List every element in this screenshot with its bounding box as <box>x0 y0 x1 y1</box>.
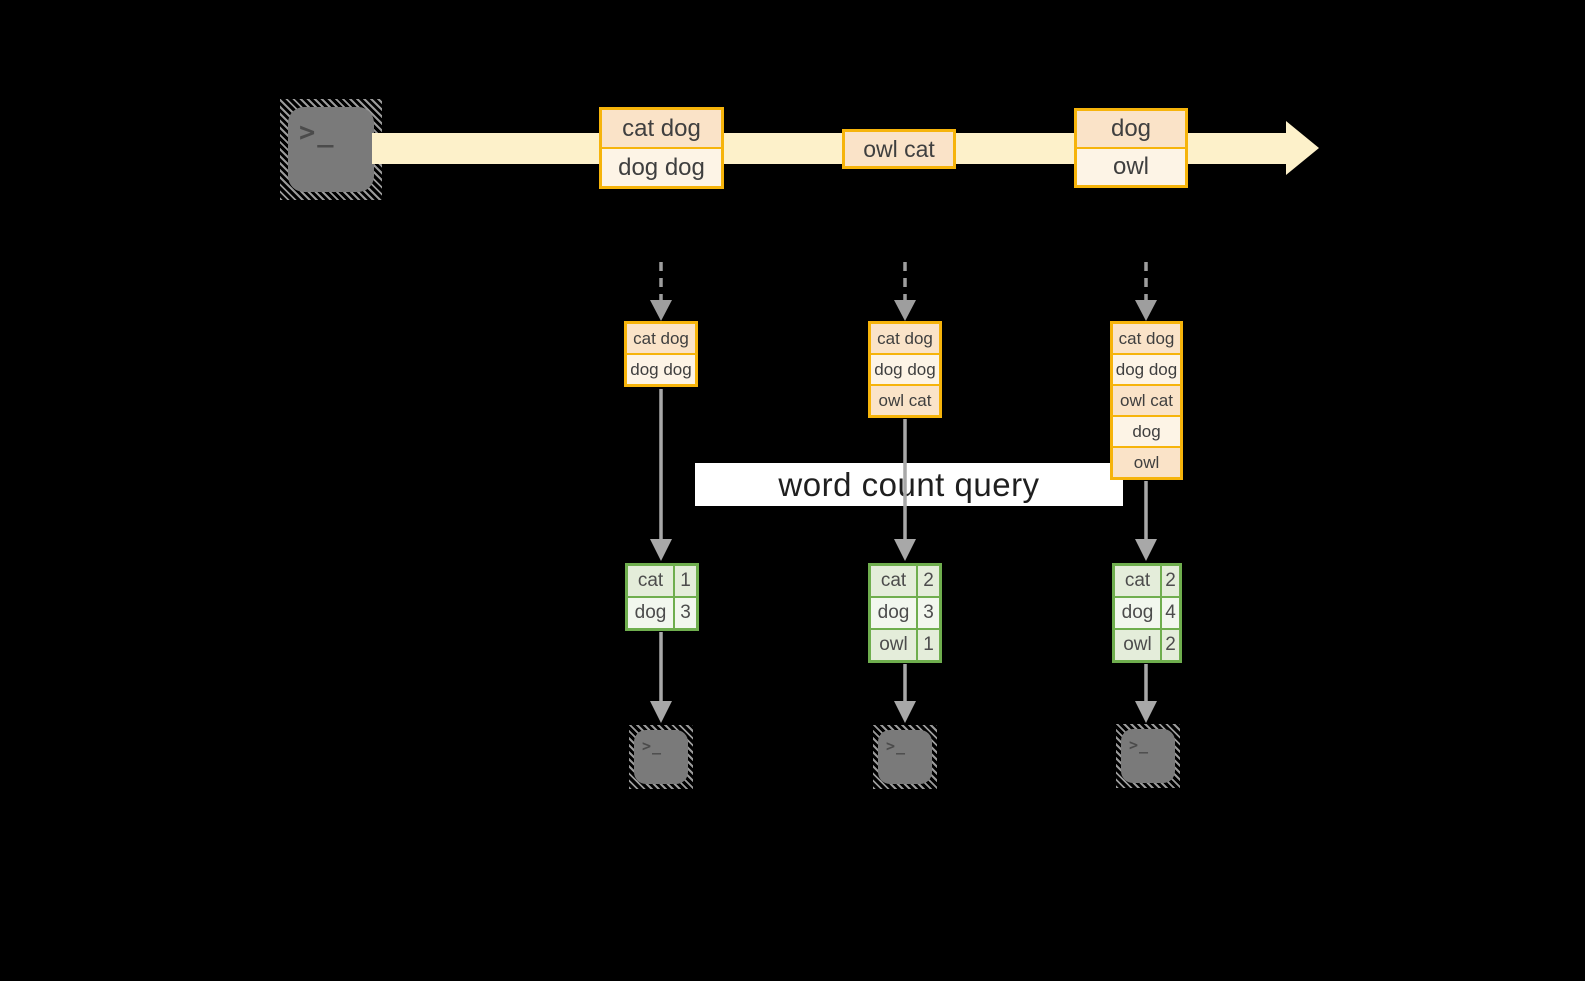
count-value: 1 <box>675 566 696 596</box>
stream-record: owl <box>1077 149 1185 185</box>
count-value: 2 <box>918 566 939 596</box>
stream-record: dog <box>1077 111 1185 147</box>
count-word: dog <box>628 598 673 628</box>
terminal-sink-body: >_ <box>634 730 688 784</box>
query-label: word count query <box>778 465 1040 503</box>
state-record: owl cat <box>871 386 939 415</box>
count-word: dog <box>1115 598 1160 628</box>
count-table-1: cat 1 dog 3 <box>625 563 699 631</box>
state-record: cat dog <box>1113 324 1180 353</box>
terminal-sink-icon-2: >_ <box>873 725 937 789</box>
ingest-arrow-1 <box>650 262 672 321</box>
count-table-2: cat 2 dog 3 owl 1 <box>868 563 942 663</box>
count-value: 3 <box>675 598 696 628</box>
count-word: cat <box>628 566 673 596</box>
count-value: 2 <box>1162 630 1179 660</box>
state-record: dog dog <box>627 355 695 384</box>
ingest-arrow-3 <box>1135 262 1157 321</box>
terminal-sink-icon-1: >_ <box>629 725 693 789</box>
state-stack-1: cat dog dog dog <box>624 321 698 387</box>
state-record: cat dog <box>871 324 939 353</box>
query-label-band: word count query <box>695 463 1123 506</box>
terminal-prompt-icon: >_ <box>886 737 907 755</box>
state-stack-2: cat dog dog dog owl cat <box>868 321 942 418</box>
count-word: owl <box>1115 630 1160 660</box>
terminal-prompt-icon: >_ <box>642 737 663 755</box>
count-value: 3 <box>918 598 939 628</box>
state-record: dog <box>1113 417 1180 446</box>
count-word: cat <box>1115 566 1160 596</box>
count-table-3: cat 2 dog 4 owl 2 <box>1112 563 1182 663</box>
output-arrow-3 <box>1135 664 1157 723</box>
count-value: 2 <box>1162 566 1179 596</box>
stream-event-box-3: dog owl <box>1074 108 1188 188</box>
state-stack-3: cat dog dog dog owl cat dog owl <box>1110 321 1183 480</box>
state-record: cat dog <box>627 324 695 353</box>
terminal-source-icon: >_ <box>280 99 382 200</box>
state-record: dog dog <box>1113 355 1180 384</box>
terminal-prompt-icon: >_ <box>1129 736 1150 754</box>
terminal-sink-icon-3: >_ <box>1116 724 1180 788</box>
terminal-prompt-icon: >_ <box>299 117 336 148</box>
stream-record: dog dog <box>602 149 721 186</box>
query-arrow-3 <box>1135 481 1157 561</box>
stream-event-box-1: cat dog dog dog <box>599 107 724 189</box>
output-arrow-1 <box>650 632 672 723</box>
input-stream-arrowhead-icon <box>1286 121 1319 175</box>
terminal-sink-body: >_ <box>1121 729 1175 783</box>
count-value: 4 <box>1162 598 1179 628</box>
stream-record: owl cat <box>845 132 953 166</box>
query-arrow-1 <box>650 389 672 561</box>
terminal-source-body: >_ <box>288 107 374 192</box>
state-record: owl cat <box>1113 386 1180 415</box>
ingest-arrow-2 <box>894 262 916 321</box>
count-word: owl <box>871 630 916 660</box>
stream-event-box-2: owl cat <box>842 129 956 169</box>
count-word: cat <box>871 566 916 596</box>
output-arrow-2 <box>894 664 916 723</box>
state-record: owl <box>1113 448 1180 477</box>
stream-record: cat dog <box>602 110 721 147</box>
count-value: 1 <box>918 630 939 660</box>
terminal-sink-body: >_ <box>878 730 932 784</box>
count-word: dog <box>871 598 916 628</box>
state-record: dog dog <box>871 355 939 384</box>
